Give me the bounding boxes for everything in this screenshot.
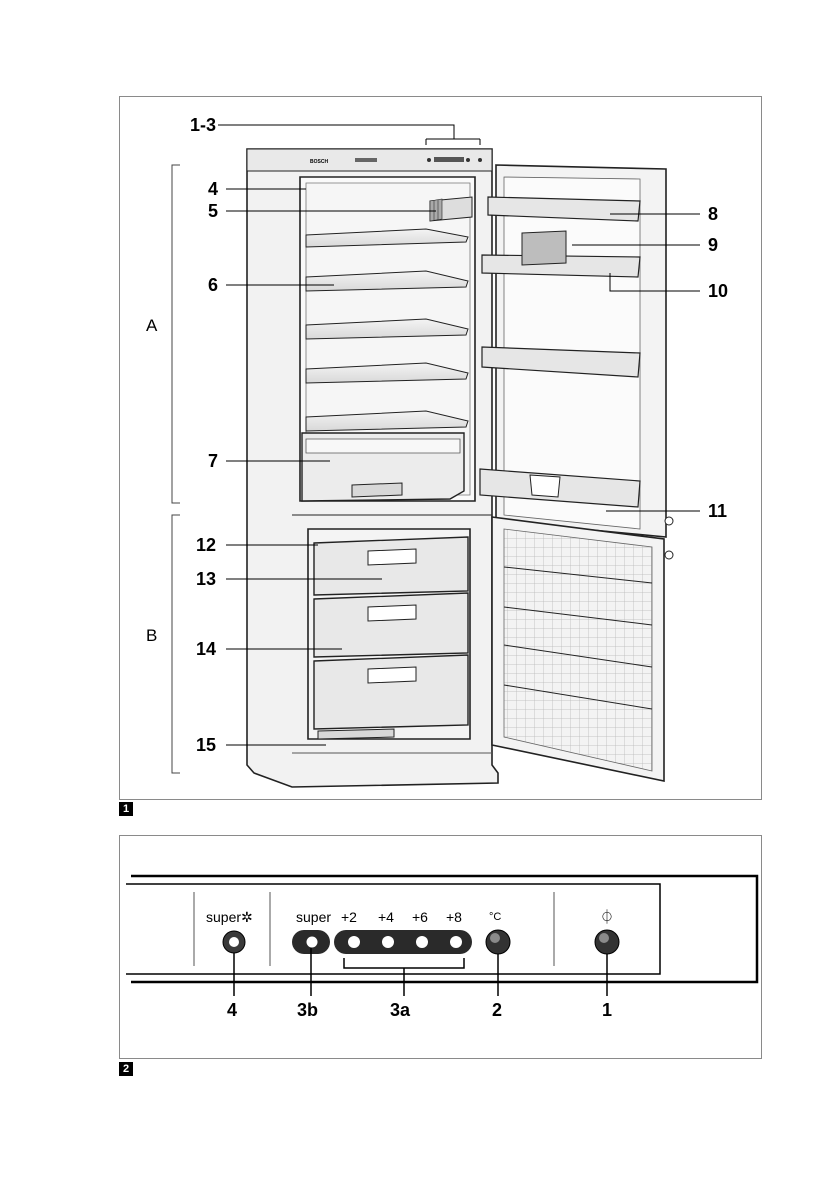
callout-5: 5 xyxy=(208,201,218,221)
led-plus2 xyxy=(348,936,360,948)
callout-11: 11 xyxy=(708,501,727,521)
temperature-button[interactable] xyxy=(486,930,510,954)
vegetable-container xyxy=(302,433,464,501)
callout-15: 15 xyxy=(196,735,216,755)
super-freeze-button[interactable] xyxy=(223,931,245,953)
control-panel-illustration: super✲ super +2 +4 +6 +8 °C ⏀ xyxy=(120,836,761,1058)
callout-13: 13 xyxy=(196,569,216,589)
fridge-freezer-illustration: A B BOSCH xyxy=(120,97,761,799)
super-freeze-label: super✲ xyxy=(206,909,253,925)
cabinet-brand: BOSCH xyxy=(310,159,328,165)
figure-1-number: 1 xyxy=(119,802,133,816)
led-plus4 xyxy=(382,936,394,948)
figure-1-frame: A B BOSCH xyxy=(119,96,762,800)
temp-plus6-label: +6 xyxy=(412,909,428,925)
panel-leader-lines xyxy=(234,948,607,996)
panel-callout-3a: 3a xyxy=(390,1000,411,1020)
temp-plus4-label: +4 xyxy=(378,909,394,925)
callout-1-3: 1-3 xyxy=(190,115,216,135)
section-b-label: B xyxy=(146,626,157,645)
callout-7: 7 xyxy=(208,451,218,471)
temp-plus8-label: +8 xyxy=(446,909,462,925)
panel-callout-3b: 3b xyxy=(297,1000,318,1020)
temperature-indicator-bar xyxy=(334,930,472,954)
callout-4: 4 xyxy=(208,179,218,199)
light-unit xyxy=(430,197,472,221)
panel-callout-1: 1 xyxy=(602,1000,612,1020)
temp-plus2-label: +2 xyxy=(341,909,357,925)
celsius-label: °C xyxy=(489,911,501,923)
power-symbol-label: ⏀ xyxy=(600,909,614,925)
fridge-door xyxy=(480,165,666,537)
power-button[interactable] xyxy=(595,930,619,954)
led-plus6 xyxy=(416,936,428,948)
super-cool-label: super xyxy=(296,909,331,925)
panel-callout-4: 4 xyxy=(227,1000,237,1020)
bracket-a xyxy=(172,165,180,503)
callout-10: 10 xyxy=(708,281,728,301)
callout-6: 6 xyxy=(208,275,218,295)
led-plus8 xyxy=(450,936,462,948)
callout-9: 9 xyxy=(708,235,718,255)
panel-callout-2: 2 xyxy=(492,1000,502,1020)
callout-14: 14 xyxy=(196,639,216,659)
figure-2-number: 2 xyxy=(119,1062,133,1076)
figure-2-frame: super✲ super +2 +4 +6 +8 °C ⏀ xyxy=(119,835,762,1059)
section-a-label: A xyxy=(146,316,158,335)
callout-12: 12 xyxy=(196,535,216,555)
freezer-drawers xyxy=(314,537,468,739)
bracket-b xyxy=(172,515,180,773)
freezer-door xyxy=(492,517,673,781)
callout-8: 8 xyxy=(708,204,718,224)
